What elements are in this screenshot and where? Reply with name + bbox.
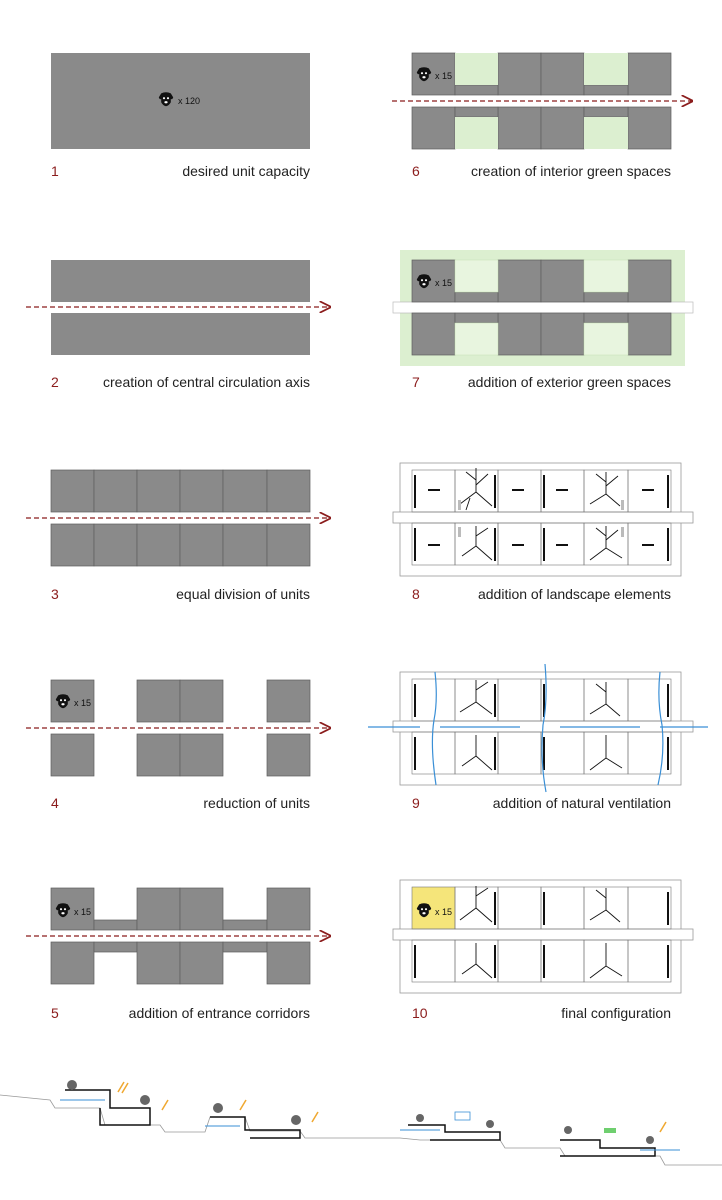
step-4-title: reduction of units (203, 795, 310, 811)
dog-count: x 120 (178, 96, 200, 106)
site-section (0, 1080, 722, 1166)
step-10-number: 10 (412, 1005, 428, 1021)
step-7-diagram: x 15 (392, 250, 694, 366)
step-6-diagram: x 15 (392, 52, 692, 150)
step-3-number: 3 (51, 586, 59, 602)
dog-count: x 15 (435, 907, 452, 917)
step-5-diagram: x 15 (26, 887, 330, 985)
step-10-title: final configuration (561, 1005, 671, 1021)
step-6-title: creation of interior green spaces (471, 163, 671, 179)
step-9-title: addition of natural ventilation (492, 795, 671, 811)
step-5-title: addition of entrance corridors (128, 1005, 310, 1021)
step-1-number: 1 (51, 163, 59, 179)
dog-count: x 15 (435, 71, 452, 81)
step-5-number: 5 (51, 1005, 59, 1021)
step-2-number: 2 (51, 374, 59, 390)
step-4-number: 4 (51, 795, 59, 811)
step-1-diagram: x 120 (51, 53, 310, 149)
step-9-number: 9 (412, 795, 420, 811)
step-3-diagram (26, 469, 330, 567)
step-8-number: 8 (412, 586, 420, 602)
step-1-title: desired unit capacity (182, 163, 310, 179)
step-8-diagram (392, 462, 694, 577)
dog-count: x 15 (435, 278, 452, 288)
step-3-title: equal division of units (176, 586, 310, 602)
step-7-number: 7 (412, 374, 420, 390)
step-9-diagram (368, 663, 708, 793)
step-2-diagram (26, 260, 330, 355)
step-8-title: addition of landscape elements (477, 586, 671, 602)
dog-count: x 15 (74, 907, 91, 917)
airflow-arrows (368, 663, 708, 793)
step-2-title: creation of central circulation axis (103, 374, 310, 390)
step-10-diagram: x 15 (392, 879, 694, 994)
step-7-title: addition of exterior green spaces (467, 374, 671, 390)
dog-count: x 15 (74, 698, 91, 708)
step-4-diagram: x 15 (26, 679, 330, 777)
step-6-number: 6 (412, 163, 420, 179)
